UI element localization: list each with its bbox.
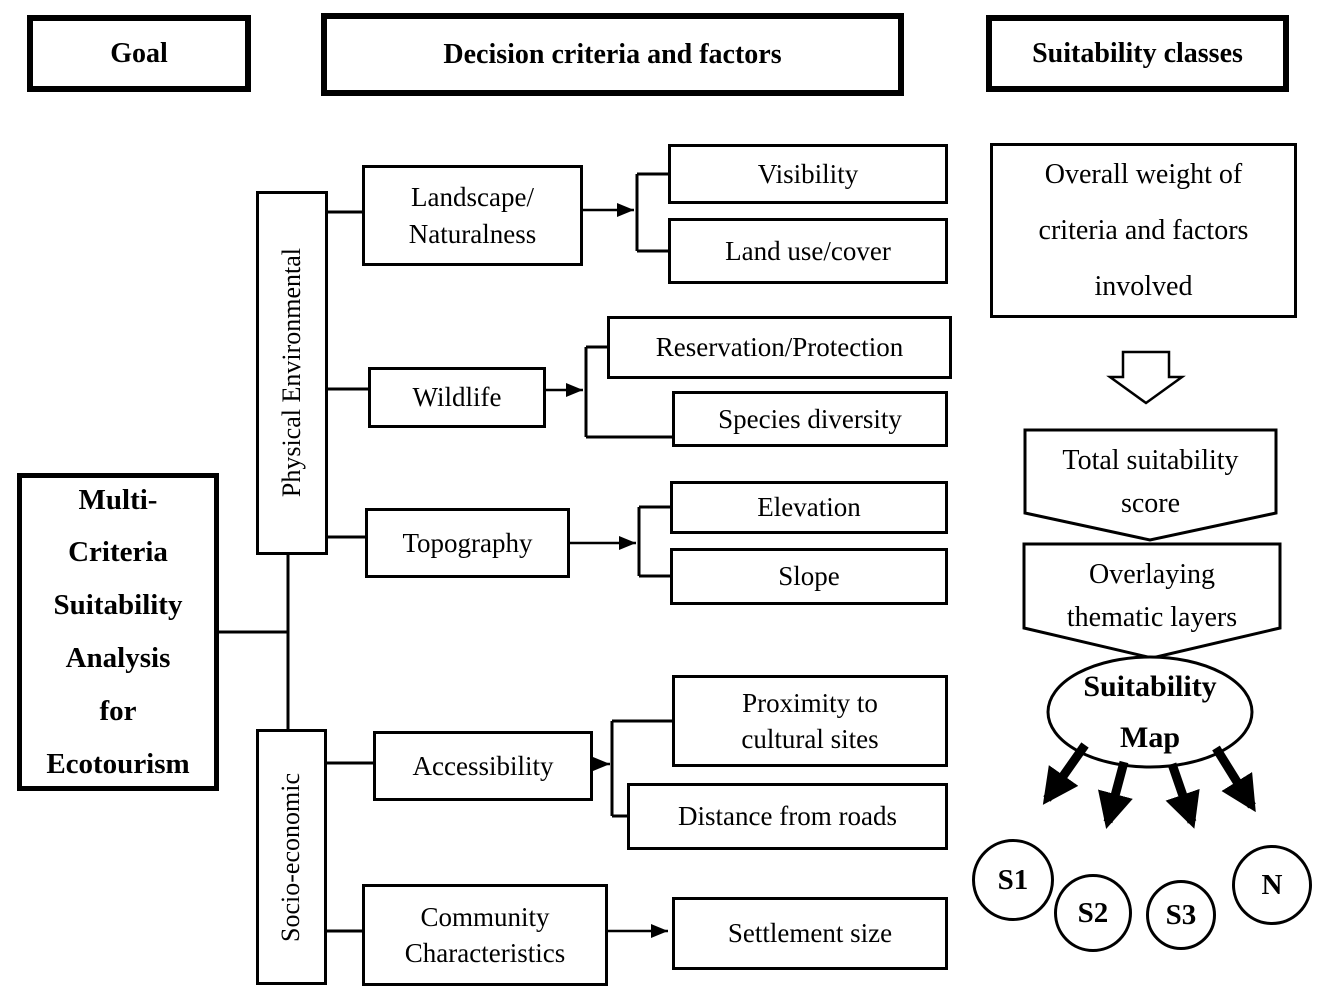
goal-node: Multi- Criteria Suitability Analysis for… xyxy=(17,473,219,791)
factor-distance-from-roads: Distance from roads xyxy=(627,783,948,850)
arrow-map-to-n xyxy=(1212,745,1256,813)
flow-overlaying-thematic-layers: Overlaying thematic layers xyxy=(1024,546,1280,646)
goal-node-line: Ecotourism xyxy=(46,747,190,780)
flow-total-score-line: score xyxy=(1120,488,1181,519)
factor-reservation-protection-label: Reservation/Protection xyxy=(655,332,904,363)
suitability-map-label: Suitability Map xyxy=(1048,662,1252,762)
suitability-map-ellipse xyxy=(1046,655,1254,769)
factor-proximity-cultural-sites: Proximity to cultural sites xyxy=(672,675,948,767)
header-suitability-classes: Suitability classes xyxy=(986,15,1289,92)
criterion-community-line: Characteristics xyxy=(404,938,566,968)
criterion-landscape-naturalness: Landscape/ Naturalness xyxy=(362,165,583,266)
category-socio-economic: Socio-economic xyxy=(256,729,327,985)
arrow-map-to-s2 xyxy=(1098,760,1133,829)
factor-species-diversity: Species diversity xyxy=(672,391,948,447)
header-decision-criteria: Decision criteria and factors xyxy=(321,13,904,96)
flow-total-suitability-score: Total suitability score xyxy=(1025,432,1276,532)
goal-node-line: Suitability xyxy=(53,589,183,622)
factor-visibility-label: Visibility xyxy=(757,158,859,189)
class-circle-s2: S2 xyxy=(1054,874,1132,952)
criterion-topography-label: Topography xyxy=(402,527,533,558)
criterion-landscape-line: Naturalness xyxy=(408,218,537,249)
criterion-topography: Topography xyxy=(365,508,570,578)
flow-overlay-line: thematic layers xyxy=(1066,602,1238,633)
header-goal: Goal xyxy=(27,15,251,92)
class-circle-s1-label: S1 xyxy=(997,863,1029,896)
goal-node-line: Analysis xyxy=(65,642,171,674)
factor-settlement-size-label: Settlement size xyxy=(727,918,893,949)
flow-overall-weight-line: involved xyxy=(1094,270,1193,302)
category-socio-economic-label: Socio-economic xyxy=(276,772,306,942)
goal-node-line: Criteria xyxy=(68,536,168,569)
header-decision-criteria-label: Decision criteria and factors xyxy=(443,39,782,70)
arrow-map-to-s3 xyxy=(1165,762,1200,829)
factor-proximity-line: Proximity to xyxy=(742,687,878,718)
class-circle-n: N xyxy=(1232,845,1312,925)
factor-elevation-label: Elevation xyxy=(757,492,861,523)
class-circle-s3: S3 xyxy=(1146,880,1216,950)
suitability-map-line: Map xyxy=(1120,721,1180,754)
class-circle-s3-label: S3 xyxy=(1165,898,1197,931)
flow-overlay-line: Overlaying xyxy=(1089,558,1215,590)
suitability-map-line: Suitability xyxy=(1083,670,1217,703)
flow-total-score-line: Total suitability xyxy=(1062,444,1239,476)
factor-proximity-line: cultural sites xyxy=(741,724,879,754)
header-goal-label: Goal xyxy=(110,38,168,69)
factor-land-use-cover: Land use/cover xyxy=(668,218,948,284)
goal-node-line: for xyxy=(99,694,137,727)
category-physical-environmental: Physical Environmental xyxy=(256,191,328,555)
class-circle-s1: S1 xyxy=(972,839,1054,921)
arrow-map-to-s1 xyxy=(1042,742,1089,805)
criterion-accessibility: Accessibility xyxy=(373,731,593,801)
flow-overall-weight-line: criteria and factors xyxy=(1038,214,1249,246)
goal-node-line: Multi- xyxy=(78,483,158,516)
factor-distance-from-roads-label: Distance from roads xyxy=(678,801,897,832)
factor-reservation-protection: Reservation/Protection xyxy=(607,316,952,379)
factor-elevation: Elevation xyxy=(670,481,948,534)
factor-visibility: Visibility xyxy=(668,144,948,204)
pentagon-overlaying-thematic-layers xyxy=(1022,542,1282,660)
criterion-wildlife: Wildlife xyxy=(368,367,546,428)
criterion-landscape-line: Landscape/ xyxy=(411,182,534,213)
class-circle-s2-label: S2 xyxy=(1077,896,1109,929)
criterion-community-characteristics: Community Characteristics xyxy=(362,884,608,986)
factor-settlement-size: Settlement size xyxy=(672,897,948,970)
factor-land-use-cover-label: Land use/cover xyxy=(725,235,891,266)
criterion-accessibility-label: Accessibility xyxy=(412,750,554,781)
factor-species-diversity-label: Species diversity xyxy=(718,403,902,434)
criterion-community-line: Community xyxy=(420,901,550,932)
category-physical-environmental-label: Physical Environmental xyxy=(276,248,306,498)
flow-overall-weight-line: Overall weight of xyxy=(1044,158,1243,190)
class-circle-n-label: N xyxy=(1261,868,1283,901)
pentagon-total-suitability-score xyxy=(1023,428,1278,542)
factor-slope-label: Slope xyxy=(778,561,840,592)
factor-slope: Slope xyxy=(670,548,948,605)
hollow-down-arrow-icon xyxy=(1106,350,1186,405)
criterion-wildlife-label: Wildlife xyxy=(412,382,502,413)
flow-overall-weight: Overall weight of criteria and factors i… xyxy=(990,143,1297,318)
header-suitability-classes-label: Suitability classes xyxy=(1032,38,1243,69)
